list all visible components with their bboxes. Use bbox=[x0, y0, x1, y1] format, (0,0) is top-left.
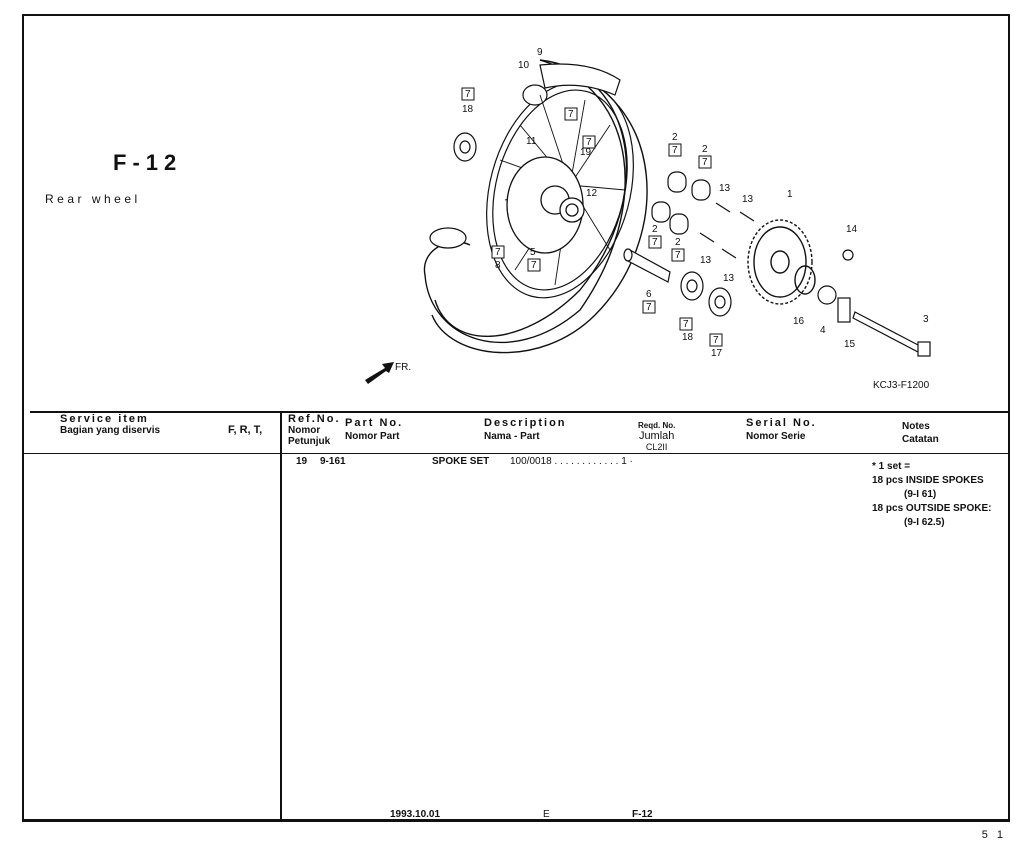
svg-text:2: 2 bbox=[702, 144, 708, 155]
row-part-code: 100/0018 . . . . . . . . . . . . 1 · bbox=[510, 456, 633, 467]
svg-text:1: 1 bbox=[787, 189, 793, 200]
svg-text:11: 11 bbox=[526, 136, 537, 147]
svg-text:16: 16 bbox=[793, 316, 805, 327]
svg-text:19: 19 bbox=[580, 147, 592, 158]
svg-text:15: 15 bbox=[844, 339, 856, 350]
row-ref: 19 bbox=[296, 456, 308, 467]
page-frame bbox=[22, 14, 1010, 822]
circlip-16-illustration bbox=[794, 265, 816, 295]
svg-text:2: 2 bbox=[672, 132, 678, 143]
svg-text:2: 2 bbox=[652, 224, 658, 235]
footer-code: F-12 bbox=[632, 809, 653, 820]
svg-text:7: 7 bbox=[683, 319, 689, 330]
svg-text:7: 7 bbox=[702, 157, 708, 168]
header-frt: F, R, T, bbox=[228, 424, 263, 436]
svg-text:13: 13 bbox=[719, 183, 731, 194]
header-part-no: Part No. Nomor Part bbox=[345, 417, 404, 443]
svg-text:18: 18 bbox=[462, 104, 474, 115]
nut-14-illustration bbox=[842, 249, 854, 261]
row-part-no: 9-161 bbox=[320, 456, 346, 467]
page-subtitle: Rear wheel bbox=[45, 192, 141, 206]
header-service-item: Service item Bagian yang diservis bbox=[60, 413, 161, 437]
svg-text:9: 9 bbox=[537, 47, 543, 58]
svg-text:4: 4 bbox=[820, 325, 826, 336]
svg-text:14: 14 bbox=[846, 224, 858, 235]
bearing-17-illustration bbox=[680, 271, 732, 317]
svg-text:13: 13 bbox=[742, 194, 754, 205]
svg-text:7: 7 bbox=[713, 335, 719, 346]
svg-text:3: 3 bbox=[923, 314, 929, 325]
sleeve-6-illustration bbox=[623, 248, 671, 283]
row-notes: * 1 set = 18 pcs INSIDE SPOKES (9-I 61) … bbox=[872, 461, 992, 528]
svg-text:13: 13 bbox=[700, 255, 712, 266]
svg-text:13: 13 bbox=[723, 273, 735, 284]
svg-text:7: 7 bbox=[672, 145, 678, 156]
svg-text:7: 7 bbox=[586, 137, 592, 148]
svg-text:8: 8 bbox=[495, 260, 501, 271]
header-description: Description Nama - Part bbox=[484, 417, 567, 443]
footer-date: 1993.10.01 bbox=[390, 809, 441, 820]
svg-text:6: 6 bbox=[646, 289, 652, 300]
svg-text:7: 7 bbox=[465, 89, 471, 100]
svg-text:7: 7 bbox=[568, 109, 574, 120]
svg-text:7: 7 bbox=[675, 250, 681, 261]
plate-15-illustration bbox=[837, 297, 851, 323]
page-number: 5 1 bbox=[981, 829, 1006, 841]
sprocket-1-illustration bbox=[747, 219, 813, 305]
page-code: F-12 bbox=[113, 150, 183, 175]
table-header-bottom-rule bbox=[22, 453, 1010, 454]
header-serial-no: Serial No. Nomor Serie bbox=[746, 417, 817, 443]
header-notes: Notes Catatan bbox=[902, 421, 939, 445]
collars-2-illustration bbox=[651, 171, 711, 235]
svg-text:7: 7 bbox=[646, 302, 652, 313]
svg-text:10: 10 bbox=[518, 60, 530, 71]
bearing-18-illustration bbox=[453, 132, 477, 162]
bolts-13-illustration bbox=[699, 202, 755, 259]
direction-label: FR. bbox=[395, 362, 411, 373]
svg-text:17: 17 bbox=[711, 348, 723, 359]
svg-text:7: 7 bbox=[531, 260, 537, 271]
row-description: SPOKE SET bbox=[432, 456, 490, 467]
forward-arrow-icon bbox=[365, 362, 394, 384]
svg-text:7: 7 bbox=[652, 237, 658, 248]
svg-text:7: 7 bbox=[495, 247, 501, 258]
table-column-divider bbox=[280, 411, 282, 822]
svg-text:12: 12 bbox=[586, 188, 598, 199]
collar-4-illustration bbox=[817, 285, 837, 305]
tube-illustration bbox=[429, 63, 621, 249]
svg-text:5: 5 bbox=[530, 247, 536, 258]
svg-text:18: 18 bbox=[682, 332, 694, 343]
axle-bolt-3-illustration bbox=[852, 311, 931, 357]
table-header-top-rule bbox=[30, 411, 1010, 413]
footer-marker: E bbox=[543, 809, 550, 820]
header-reqd-no: Reqd. No. Jumlah CL2II bbox=[638, 421, 676, 452]
svg-text:2: 2 bbox=[675, 237, 681, 248]
hub-illustration bbox=[506, 156, 585, 254]
header-ref-no: Ref.No. Nomor Petunjuk bbox=[288, 413, 341, 448]
drawing-code: KCJ3-F1200 bbox=[873, 380, 930, 391]
